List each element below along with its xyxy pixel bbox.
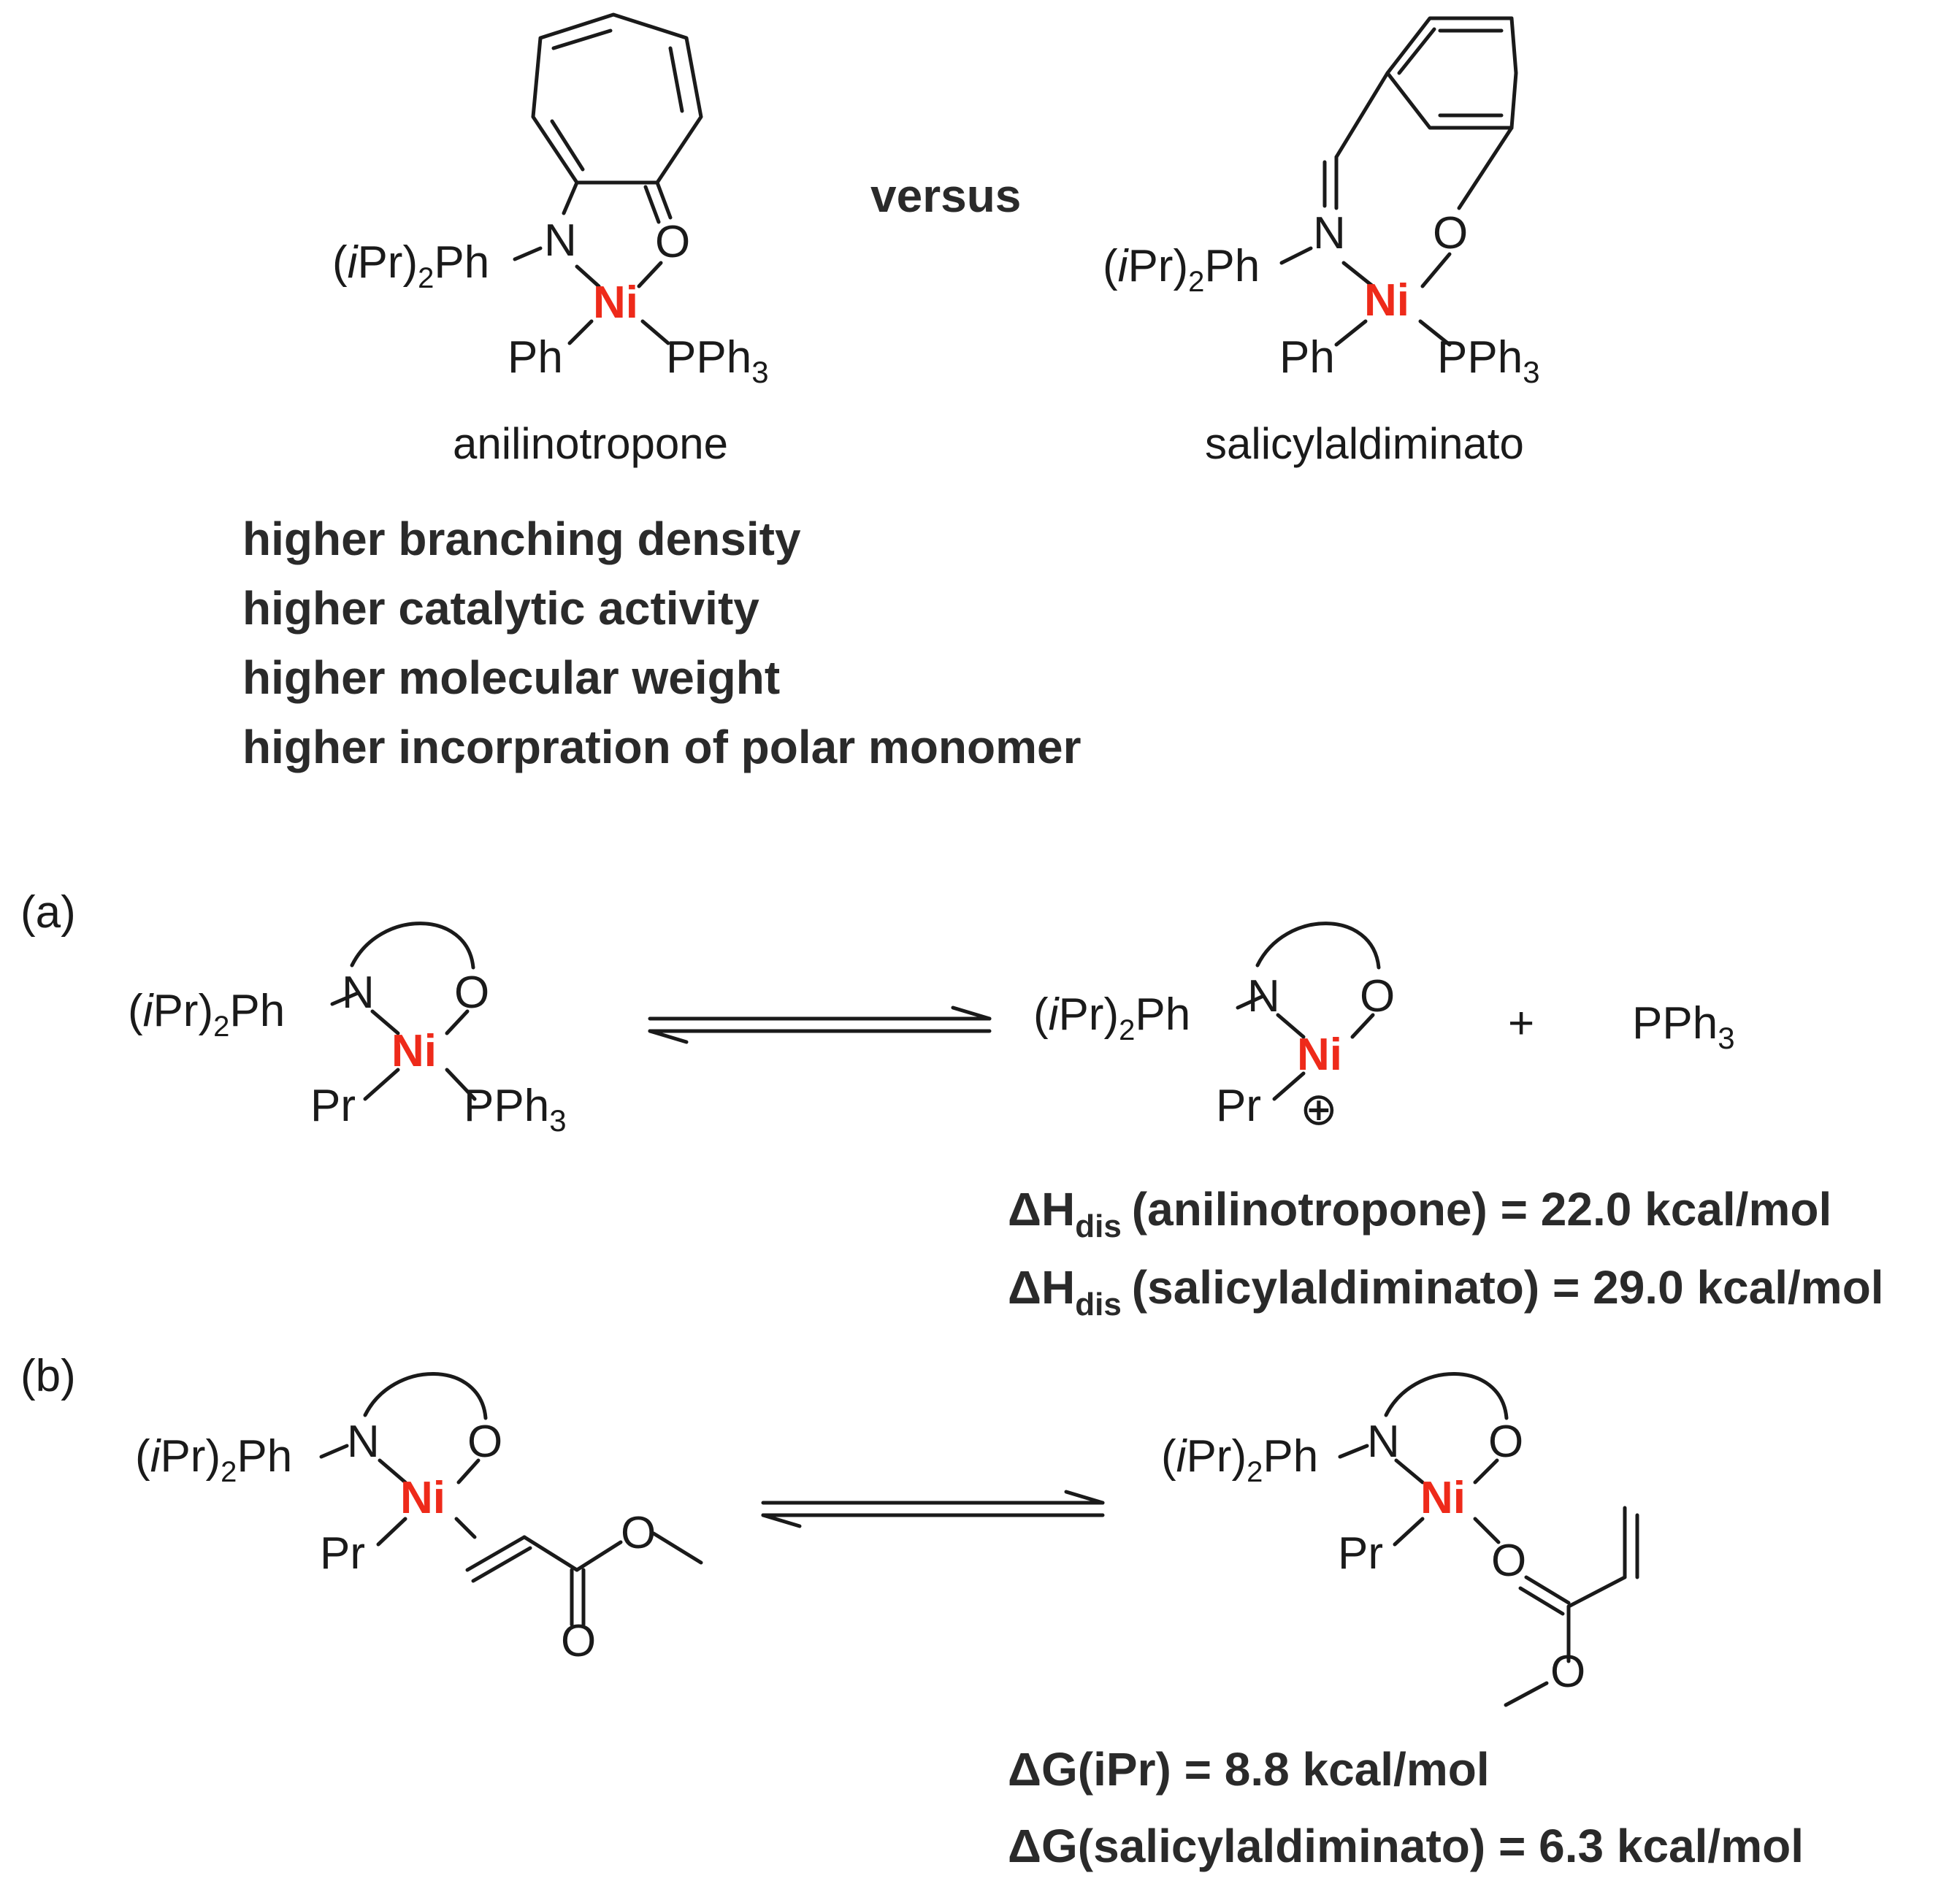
nitrogen-atom: N (1247, 971, 1280, 1022)
panel-a-product: (iPr)2Ph N O Ni Pr ⊕ (1033, 922, 1395, 1135)
phenyl-label: Ph (1279, 332, 1335, 383)
ester-oxygen-atom: O (621, 1508, 656, 1558)
comparison-list: higher branching density higher catalyti… (242, 513, 1082, 773)
nitrogen-atom: N (347, 1417, 380, 1467)
versus-label: versus (870, 169, 1021, 222)
propyl-label: Pr (1216, 1081, 1261, 1131)
salicylaldiminato-complex: (iPr)2Ph N O Ni Ph PPh3 (1103, 16, 1540, 389)
phenyl-label: Ph (508, 332, 563, 383)
equilibrium-arrow (648, 1005, 992, 1044)
nickel-atom: Ni (1420, 1473, 1466, 1523)
nickel-atom: Ni (1297, 1030, 1342, 1080)
cationic-charge-icon: ⊕ (1300, 1084, 1338, 1135)
nitrogen-atom: N (1313, 208, 1346, 258)
propyl-label: Pr (1338, 1528, 1383, 1579)
carbonyl-oxygen-atom: O (561, 1616, 596, 1666)
nickel-atom: Ni (391, 1026, 437, 1076)
nitrogen-atom: N (342, 968, 375, 1018)
nickel-atom: Ni (593, 277, 638, 328)
anilinotropone-complex: (iPr)2Ph N O Ni Ph PPh3 (332, 12, 769, 389)
ligand-aryl-label: (iPr)2Ph (1033, 989, 1190, 1046)
triphenylphosphine-label: PPh3 (666, 332, 769, 389)
ligand-aryl-label: (iPr)2Ph (1103, 241, 1260, 298)
panel-a-label: (a) (20, 887, 76, 938)
triphenylphosphine-label: PPh3 (464, 1081, 567, 1138)
oxygen-atom: O (1360, 971, 1395, 1022)
plus-sign: + (1508, 998, 1534, 1049)
bullet-item: higher catalytic activity (242, 582, 759, 635)
nitrogen-atom: N (544, 215, 577, 266)
oxygen-atom: O (655, 217, 690, 267)
oxygen-atom: O (1488, 1417, 1523, 1467)
propyl-label: Pr (310, 1081, 356, 1131)
propyl-label: Pr (320, 1528, 365, 1579)
equilibrium-arrow (761, 1490, 1105, 1528)
panel-b-pi-complex: (iPr)2Ph N O Ni Pr O O (135, 1372, 703, 1666)
free-phosphine-label: PPh3 (1632, 998, 1735, 1055)
dh-salicylaldiminato: ΔHdis(salicylaldiminato) = 29.0 kcal/mol (1008, 1261, 1884, 1322)
ester-oxygen-atom: O (1550, 1647, 1585, 1697)
oxygen-atom: O (454, 968, 489, 1018)
panel-a-reactant: (iPr)2Ph N O Ni Pr PPh3 (128, 922, 567, 1138)
bullet-item: higher incorpration of polar monomer (242, 721, 1082, 773)
panel-b-sigma-complex: (iPr)2Ph N O Ni Pr O O (1161, 1372, 1639, 1707)
carbonyl-oxygen-atom: O (1491, 1536, 1526, 1586)
panel-b-label: (b) (20, 1351, 76, 1401)
nickel-atom: Ni (1364, 275, 1409, 326)
oxygen-atom: O (1433, 208, 1468, 258)
nitrogen-atom: N (1367, 1417, 1400, 1467)
ligand-aryl-label: (iPr)2Ph (332, 237, 489, 294)
salicylaldiminato-label: salicylaldiminato (1205, 419, 1524, 468)
oxygen-atom: O (467, 1417, 502, 1467)
dh-anilinotropone: ΔHdis(anilinotropone) = 22.0 kcal/mol (1008, 1183, 1831, 1244)
triphenylphosphine-label: PPh3 (1437, 332, 1540, 389)
bullet-item: higher branching density (242, 513, 801, 565)
dg-salicylaldiminato: ΔG(salicylaldiminato) = 6.3 kcal/mol (1008, 1820, 1804, 1872)
dg-ipr: ΔG(iPr) = 8.8 kcal/mol (1008, 1743, 1490, 1796)
anilinotropone-label: anilinotropone (453, 419, 728, 468)
nickel-atom: Ni (400, 1473, 445, 1523)
ligand-aryl-label: (iPr)2Ph (1161, 1431, 1318, 1488)
ligand-aryl-label: (iPr)2Ph (135, 1431, 292, 1488)
bullet-item: higher molecular weight (242, 651, 780, 704)
ligand-aryl-label: (iPr)2Ph (128, 986, 285, 1043)
